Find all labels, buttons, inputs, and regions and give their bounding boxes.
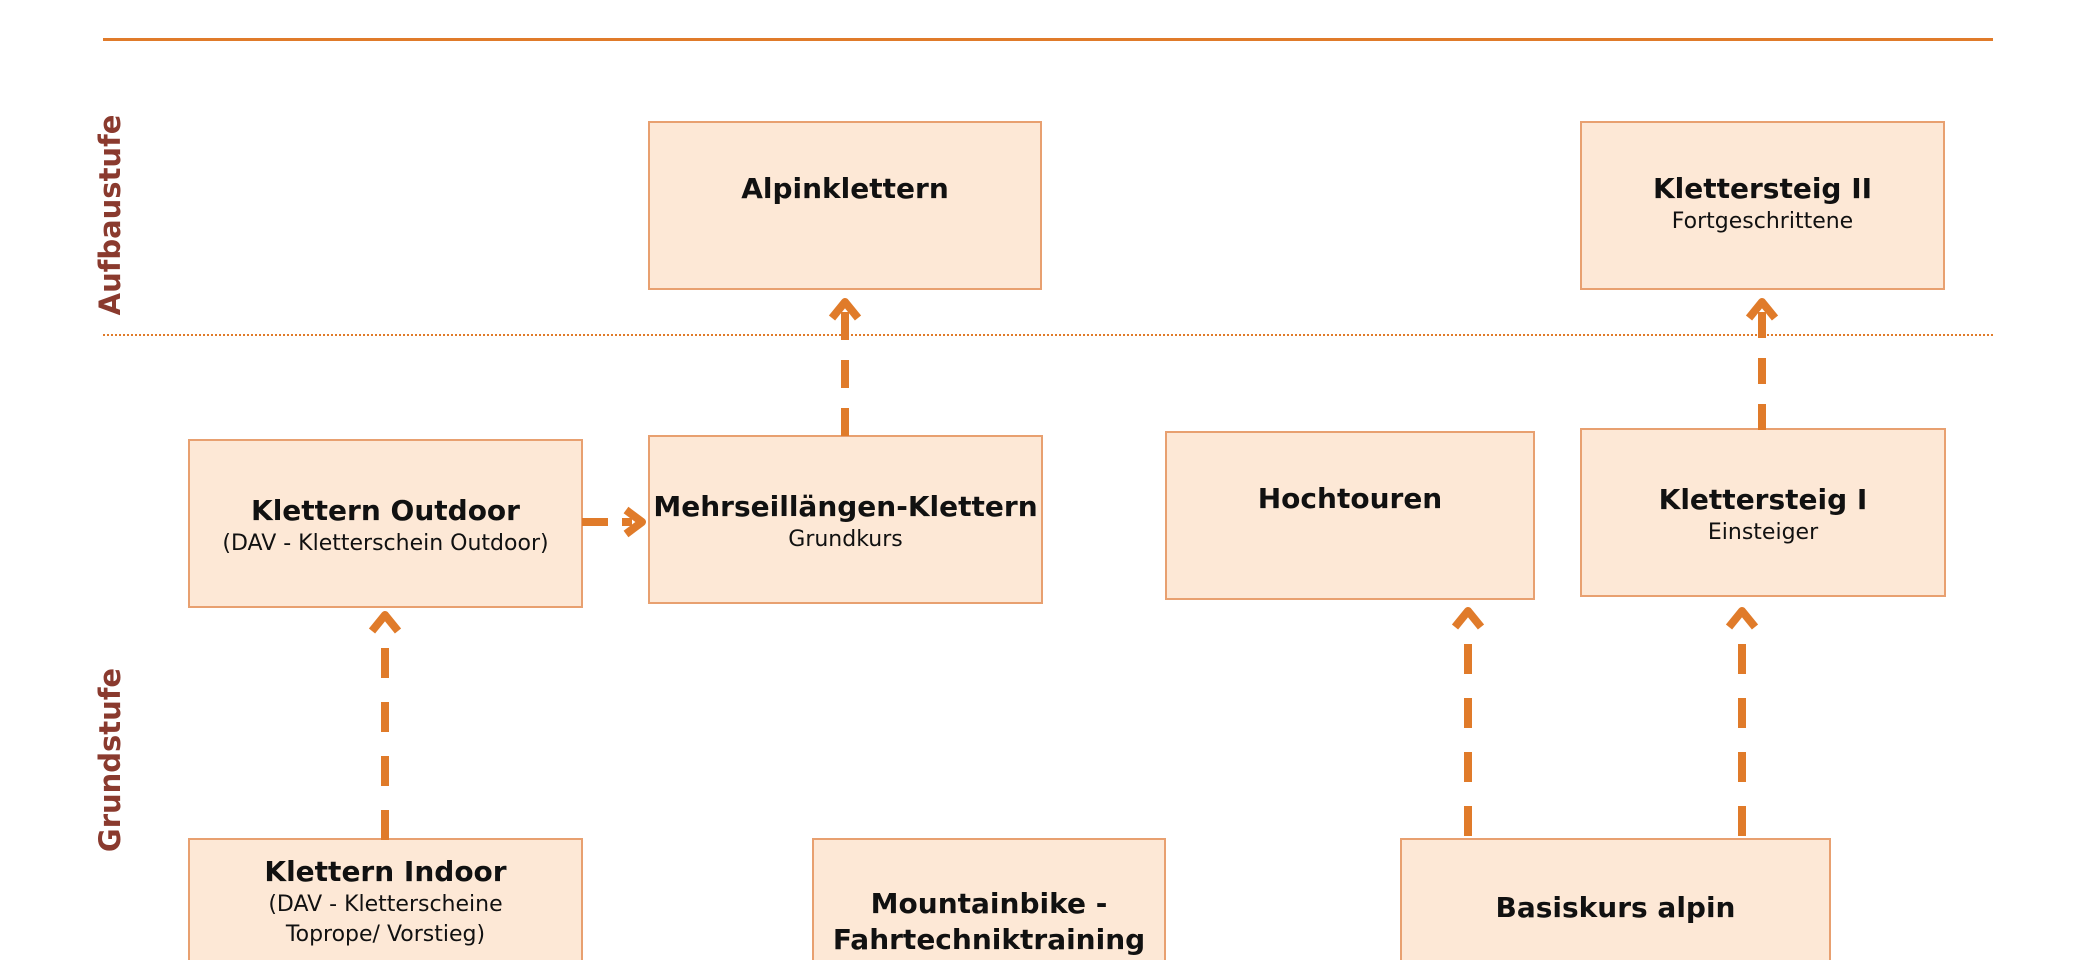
node-title: Basiskurs alpin [1495,891,1736,924]
arrowhead-alpinklettern [828,298,862,321]
level-divider-dotted-line [103,334,1993,336]
node-title-line-2: Fahrtechniktraining [832,923,1146,957]
node-title: Klettersteig I [1658,483,1868,516]
node-subtitle: Grundkurs [788,527,903,553]
node-alpinklettern: Alpinklettern [648,121,1042,290]
top-divider-line [103,38,1993,41]
node-subtitle-line-2: Toprope/ Vorstieg) [285,922,486,948]
node-subtitle-line-1: (DAV - Kletterscheine [268,892,503,918]
node-klettersteig-2: Klettersteig II Fortgeschrittene [1580,121,1945,290]
node-title-line-1: Mountainbike - [870,887,1108,920]
arrowhead-klettersteig1 [1725,607,1759,630]
node-title: Klettern Outdoor [251,494,520,527]
node-mountainbike: Mountainbike - Fahrtechniktraining [812,838,1166,960]
arrowhead-klettern-outdoor [368,611,402,634]
node-title: Mehrseillängen-Klettern [653,490,1038,523]
arrowhead-klettersteig2 [1745,298,1779,321]
node-title: Klettern Indoor [264,855,507,888]
node-subtitle: (DAV - Kletterschein Outdoor) [222,531,549,557]
node-mehrseillaengen-klettern: Mehrseillängen-Klettern Grundkurs [648,435,1043,604]
node-subtitle: Einsteiger [1707,520,1819,546]
node-title: Klettersteig II [1652,172,1873,205]
node-basiskurs-alpin: Basiskurs alpin [1400,838,1831,960]
node-title: Alpinklettern [741,172,949,205]
node-klettern-indoor: Klettern Indoor (DAV - Kletterscheine To… [188,838,583,960]
arrowhead-hochtouren [1451,607,1485,630]
node-subtitle: Fortgeschrittene [1671,209,1854,235]
node-hochtouren: Hochtouren [1165,431,1535,600]
node-title: Hochtouren [1257,482,1443,515]
arrowhead-mehrseillaengen [623,506,646,538]
